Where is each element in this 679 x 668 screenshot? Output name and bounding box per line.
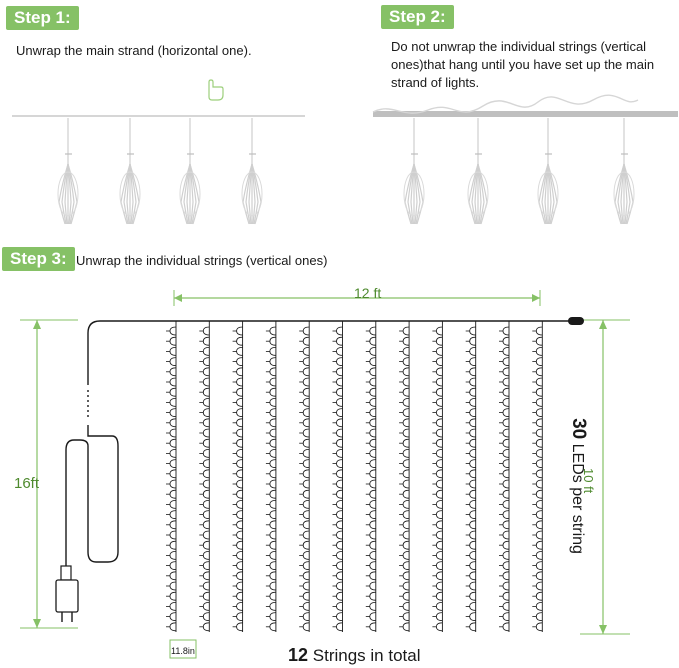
height-total-arrow-bottom: [33, 619, 41, 628]
step-2-text: Do not unwrap the individual strings (ve…: [391, 38, 654, 92]
width-arrow-left: [174, 294, 182, 302]
string-bundle: [57, 118, 79, 225]
step-2-text-line-2: ones)that hang until you have set up the…: [391, 57, 655, 72]
spacing-indicator: [169, 639, 197, 659]
led-string: [365, 321, 377, 632]
led-string: [265, 321, 277, 632]
string-bundles-step-2: [403, 118, 635, 225]
step-2-text-line-3: strand of lights.: [391, 75, 480, 90]
step-1-text: Unwrap the main strand (horizontal one).: [16, 43, 252, 58]
led-string: [499, 321, 510, 632]
led-string: [166, 321, 177, 632]
led-string: [199, 321, 210, 632]
main-strand-wrapped: [372, 94, 639, 114]
top-strand-wire: [87, 320, 570, 385]
leds-per-string-label: 30 LEDs per string: [567, 401, 589, 571]
step-1-illustration: [12, 79, 305, 225]
end-cap: [568, 317, 584, 325]
string-bundle: [241, 118, 263, 225]
strings-total-label: 12 Strings in total: [288, 645, 420, 666]
hand-pointer-icon: [208, 79, 224, 101]
string-bundle: [119, 118, 141, 225]
step-2-badge: Step 2:: [381, 5, 454, 29]
leds-count: 30: [568, 418, 589, 440]
strings-suffix: Strings in total: [308, 646, 421, 665]
width-arrow-right: [532, 294, 540, 302]
led-string: [432, 321, 443, 632]
string-bundle: [613, 118, 635, 225]
led-string: [465, 321, 477, 632]
height-strings-arrow-top: [599, 320, 607, 329]
power-cable: [65, 425, 119, 566]
led-string: [232, 321, 244, 632]
string-bundle: [179, 118, 201, 225]
height-strings-arrow-bottom: [599, 625, 607, 634]
led-string: [399, 321, 410, 632]
string-bundles-step-1: [57, 118, 263, 225]
step-2-illustration: [372, 94, 678, 225]
string-bundle: [537, 118, 559, 225]
step-3-badge: Step 3:: [2, 247, 75, 271]
width-label: 12 ft: [354, 285, 382, 301]
string-bundle: [467, 118, 489, 225]
led-strings: [166, 321, 543, 632]
step-3-text: Unwrap the individual strings (vertical …: [76, 253, 328, 268]
leds-suffix: LEDs per string: [569, 439, 586, 554]
power-adapter-icon: [55, 565, 79, 622]
string-bundle: [403, 118, 425, 225]
mounting-rod: [373, 111, 678, 117]
spacing-label: 11.8in: [171, 646, 195, 656]
step-2-text-line-1: Do not unwrap the individual strings (ve…: [391, 39, 647, 54]
led-string: [332, 321, 343, 632]
led-string: [532, 321, 543, 632]
led-string: [299, 321, 310, 632]
height-total-arrow-top: [33, 320, 41, 329]
height-total-label: 16ft: [14, 475, 40, 492]
step-1-badge: Step 1:: [6, 6, 79, 30]
strings-count: 12: [288, 645, 309, 665]
step-3-illustration: [20, 290, 630, 659]
